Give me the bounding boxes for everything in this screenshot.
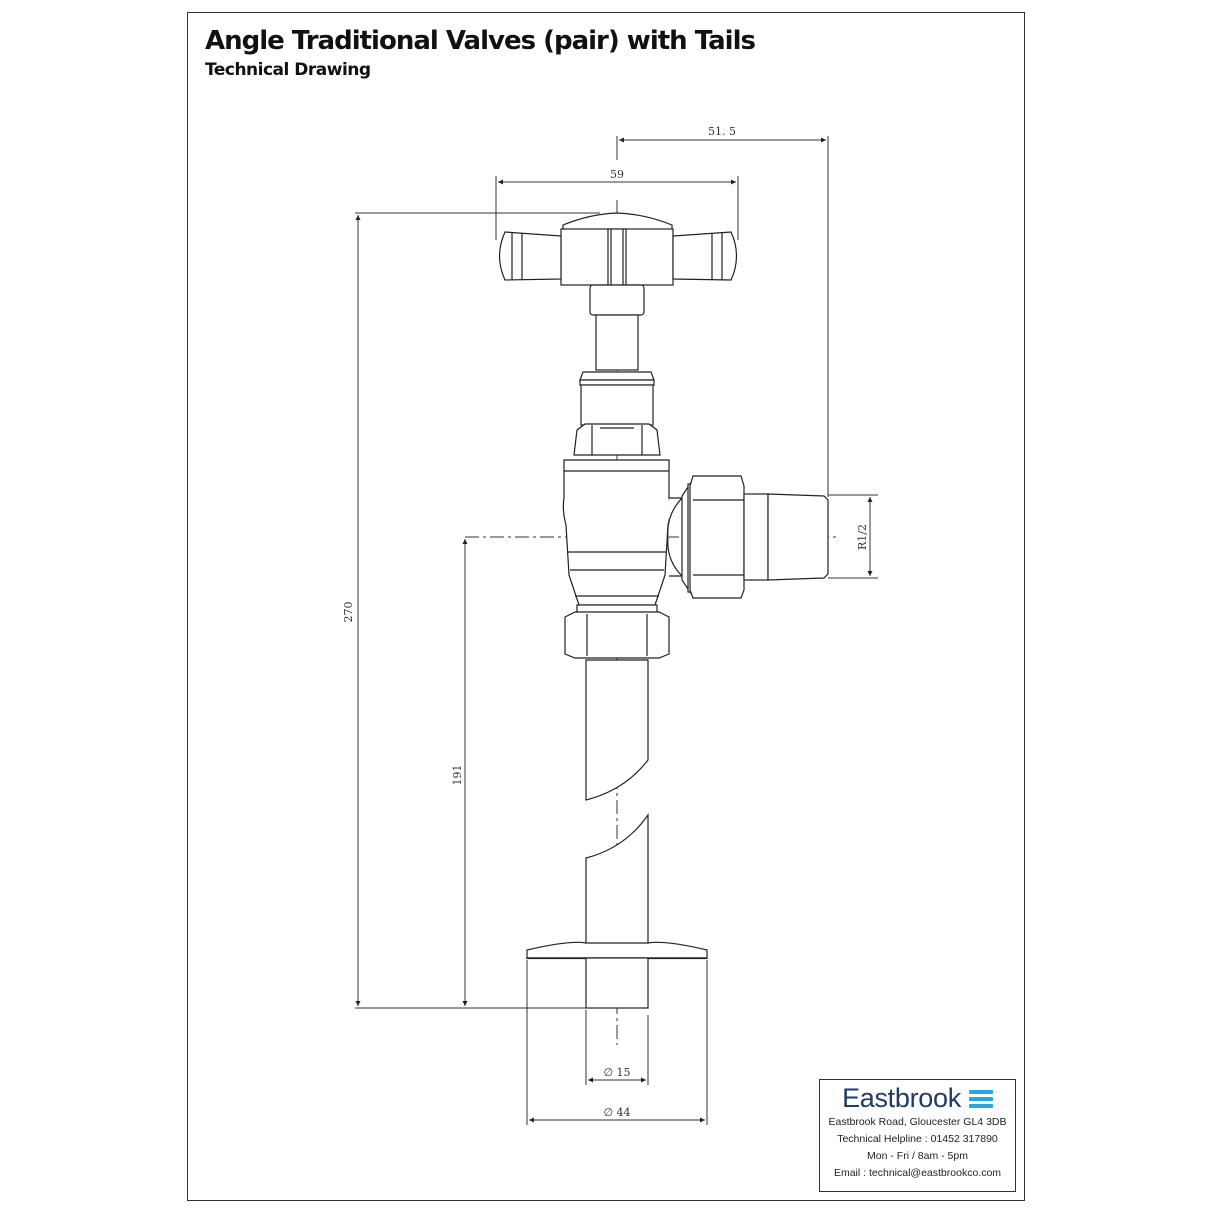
dimension-thread xyxy=(828,494,878,579)
dimension-collar-diameter xyxy=(526,960,708,1125)
company-helpline: Technical Helpline : 01452 317890 xyxy=(837,1133,998,1145)
dimension-overall-height-label: 270 xyxy=(342,602,355,623)
dimension-handle-width-label: 59 xyxy=(610,168,624,181)
valve-bonnet xyxy=(573,384,661,456)
company-info-box: Eastbrook Eastbrook Road, Gloucester GL4… xyxy=(819,1079,1016,1192)
company-hours: Mon - Fri / 8am - 5pm xyxy=(867,1150,968,1162)
brand-row: Eastbrook xyxy=(820,1083,1015,1114)
dimension-offset-label: 51. 5 xyxy=(708,125,736,138)
dimension-pipe-diameter-label: ∅ 15 xyxy=(603,1066,630,1079)
brand-logo-text: Eastbrook xyxy=(842,1083,961,1113)
dimension-collar-diameter-label: ∅ 44 xyxy=(603,1106,630,1119)
dimension-tail-height-label: 191 xyxy=(451,765,464,786)
valve-body xyxy=(562,459,684,606)
dimension-thread-label: R1/2 xyxy=(856,524,869,550)
company-address: Eastbrook Road, Gloucester GL4 3DB xyxy=(828,1116,1007,1128)
crosshead-handle xyxy=(498,212,738,286)
drawing-title: Angle Traditional Valves (pair) with Tai… xyxy=(205,26,756,56)
dimension-overall-height xyxy=(355,212,600,1009)
company-email: Email : technical@eastbrookco.com xyxy=(833,1167,1002,1179)
drawing-subtitle: Technical Drawing xyxy=(205,60,371,80)
dimension-pipe-diameter xyxy=(585,1010,649,1085)
dimension-offset xyxy=(616,136,829,497)
valve-union-outlet xyxy=(681,475,829,599)
valve-lower-nut xyxy=(564,604,670,659)
tail-pipe xyxy=(585,659,649,946)
wall-collar xyxy=(526,941,708,1009)
dimension-handle-width xyxy=(495,176,739,240)
waves-icon xyxy=(968,1087,993,1111)
valve-stem xyxy=(579,284,655,386)
